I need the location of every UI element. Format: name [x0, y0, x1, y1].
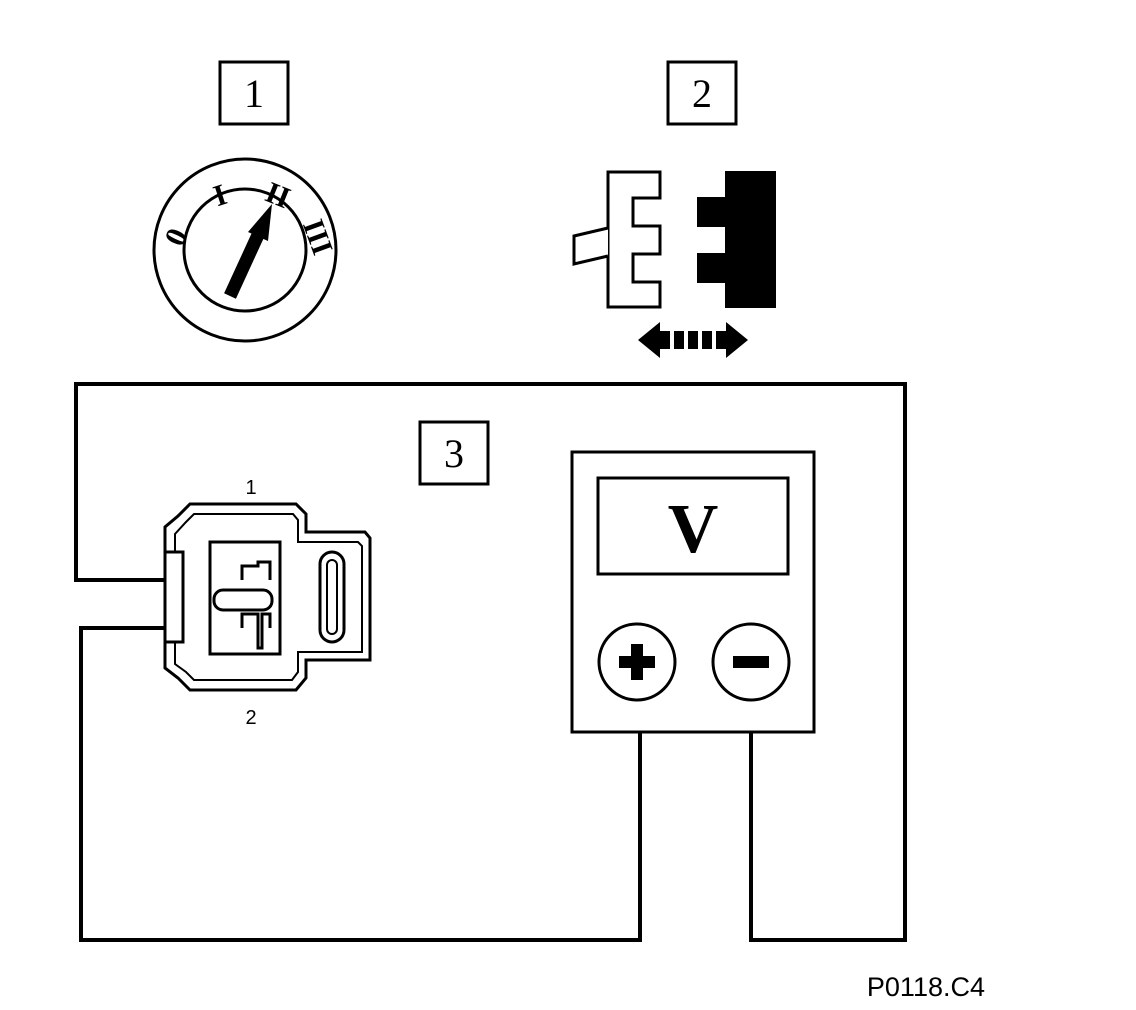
- double-arrow-icon: [638, 322, 748, 358]
- ignition-switch-icon: 0 I II III: [152, 157, 339, 343]
- step-3-number: 3: [444, 431, 464, 476]
- wire-pin1-to-negative: [74, 382, 907, 942]
- connector-center-key: [212, 588, 274, 612]
- step-3-label-box: 3: [418, 420, 490, 486]
- positive-terminal-icon: [597, 622, 677, 702]
- pin-2-label: 2: [245, 707, 256, 729]
- voltmeter-icon: V: [570, 450, 816, 734]
- sensor-connector-icon: 1 2: [163, 477, 372, 729]
- step-2-number: 2: [692, 71, 712, 116]
- wire-pin2-to-positive: [79, 626, 642, 942]
- connector-disconnect-icon: [572, 170, 776, 358]
- test-wiring: [74, 382, 907, 942]
- step-2-label-box: 2: [666, 60, 738, 126]
- negative-terminal-icon: [711, 622, 791, 702]
- pin-2-terminal: [240, 612, 272, 650]
- figure-reference-code: P0118.C4: [867, 972, 985, 1002]
- key-arrow-icon: [224, 204, 272, 299]
- connector-latch-tab: [572, 226, 609, 266]
- pin-1-terminal: [240, 560, 272, 580]
- voltmeter-display: [596, 476, 790, 576]
- connector-left-half: [606, 170, 662, 309]
- step-1-label-box: 1: [218, 60, 290, 126]
- voltmeter-display-letter: V: [668, 491, 719, 568]
- pin-1-label: 1: [245, 477, 256, 499]
- step-1-number: 1: [244, 71, 264, 116]
- connector-right-half: [697, 171, 776, 308]
